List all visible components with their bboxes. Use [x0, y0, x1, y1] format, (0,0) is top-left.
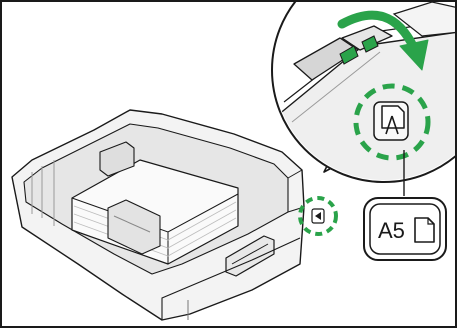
- portrait-paper-icon: [415, 218, 434, 242]
- zoom-callout: [272, 2, 457, 196]
- paper-tray: [12, 110, 304, 320]
- paper-size-text: A5: [378, 218, 405, 243]
- tray-dial-highlight: [300, 198, 336, 234]
- paper-size-label-badge: A5: [364, 198, 446, 260]
